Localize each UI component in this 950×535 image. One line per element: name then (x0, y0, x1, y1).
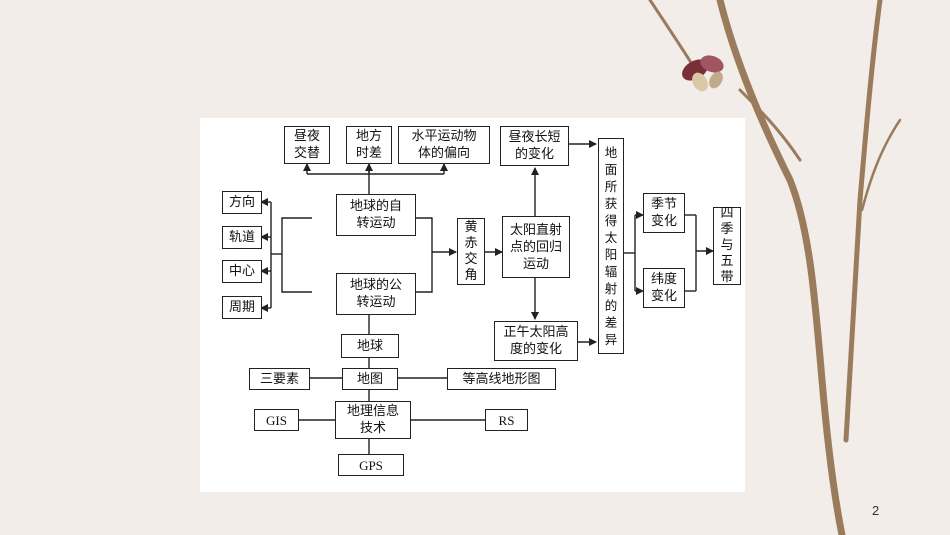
node-subsolar-migration: 太阳直射 点的回归 运动 (502, 216, 570, 278)
node-day-length-change: 昼夜长短 的变化 (500, 126, 569, 166)
node-earth-rotation: 地球的自 转运动 (336, 194, 416, 236)
node-radiation-difference: 地 面 所 获 得 太 阳 辐 射 的 差 异 (598, 138, 624, 354)
node-local-time-difference: 地方 时差 (346, 126, 392, 164)
node-contour-map: 等高线地形图 (447, 368, 556, 390)
node-latitude-change: 纬度 变化 (643, 268, 685, 308)
node-seasons-and-zones: 四 季 与 五 带 (713, 206, 741, 285)
node-gis: GIS (254, 409, 299, 431)
node-orbit: 轨道 (222, 226, 262, 249)
node-day-night-alternation: 昼夜 交替 (284, 126, 330, 164)
node-earth-revolution: 地球的公 转运动 (336, 273, 416, 315)
line-left-bracket (281, 217, 312, 293)
page-number: 2 (872, 503, 880, 518)
node-horizontal-deflection: 水平运动物 体的偏向 (398, 126, 490, 164)
node-three-elements: 三要素 (249, 368, 310, 390)
node-direction: 方向 (222, 191, 262, 214)
node-center: 中心 (222, 260, 262, 283)
flower-illustration (682, 55, 724, 92)
node-geo-info-tech: 地理信息 技术 (335, 401, 411, 439)
node-noon-altitude-change: 正午太阳高 度的变化 (494, 321, 578, 361)
node-period: 周期 (222, 296, 262, 319)
branch-illustration (648, 0, 902, 535)
node-gps: GPS (338, 454, 404, 476)
connector-lines (260, 140, 714, 454)
node-rs: RS (485, 409, 528, 431)
node-earth: 地球 (341, 334, 399, 358)
node-season-change: 季节 变化 (643, 193, 685, 233)
line-right-bracket (415, 217, 433, 293)
node-map: 地图 (342, 368, 398, 390)
node-obliquity: 黄 赤 交 角 (457, 218, 485, 285)
